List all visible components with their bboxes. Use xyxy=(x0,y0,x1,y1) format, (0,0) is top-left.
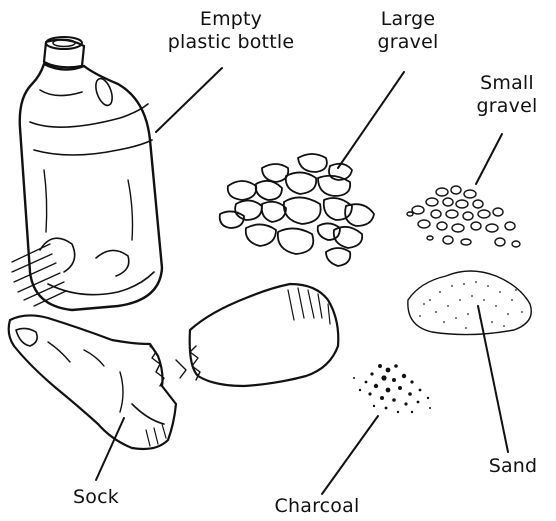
small-gravel-label: Small gravel xyxy=(464,72,550,118)
sock xyxy=(9,284,339,449)
small-gravel-label-line-1: Small xyxy=(464,72,550,95)
bottle-label-line-2: plastic bottle xyxy=(156,31,306,54)
small-gravel-pile xyxy=(407,186,520,247)
large-gravel-label: Large gravel xyxy=(358,8,458,54)
bottle-label-line-1: Empty xyxy=(156,8,306,31)
bottle-leader xyxy=(156,68,222,132)
large-gravel-label-line-1: Large xyxy=(358,8,458,31)
large-gravel-leader xyxy=(338,72,404,168)
sand-leader xyxy=(478,306,508,452)
sock-label: Sock xyxy=(56,486,136,509)
plastic-bottle xyxy=(12,37,162,310)
small-gravel-leader xyxy=(476,134,502,184)
large-gravel-label-line-2: gravel xyxy=(358,31,458,54)
sand-label: Sand xyxy=(476,455,550,478)
bottle-label: Empty plastic bottle xyxy=(156,8,306,54)
small-gravel-label-line-2: gravel xyxy=(464,95,550,118)
charcoal-pile xyxy=(353,364,431,413)
large-gravel-pile xyxy=(220,154,374,266)
sand-pile xyxy=(408,271,531,335)
charcoal-label: Charcoal xyxy=(262,495,372,518)
charcoal-leader xyxy=(322,416,378,494)
